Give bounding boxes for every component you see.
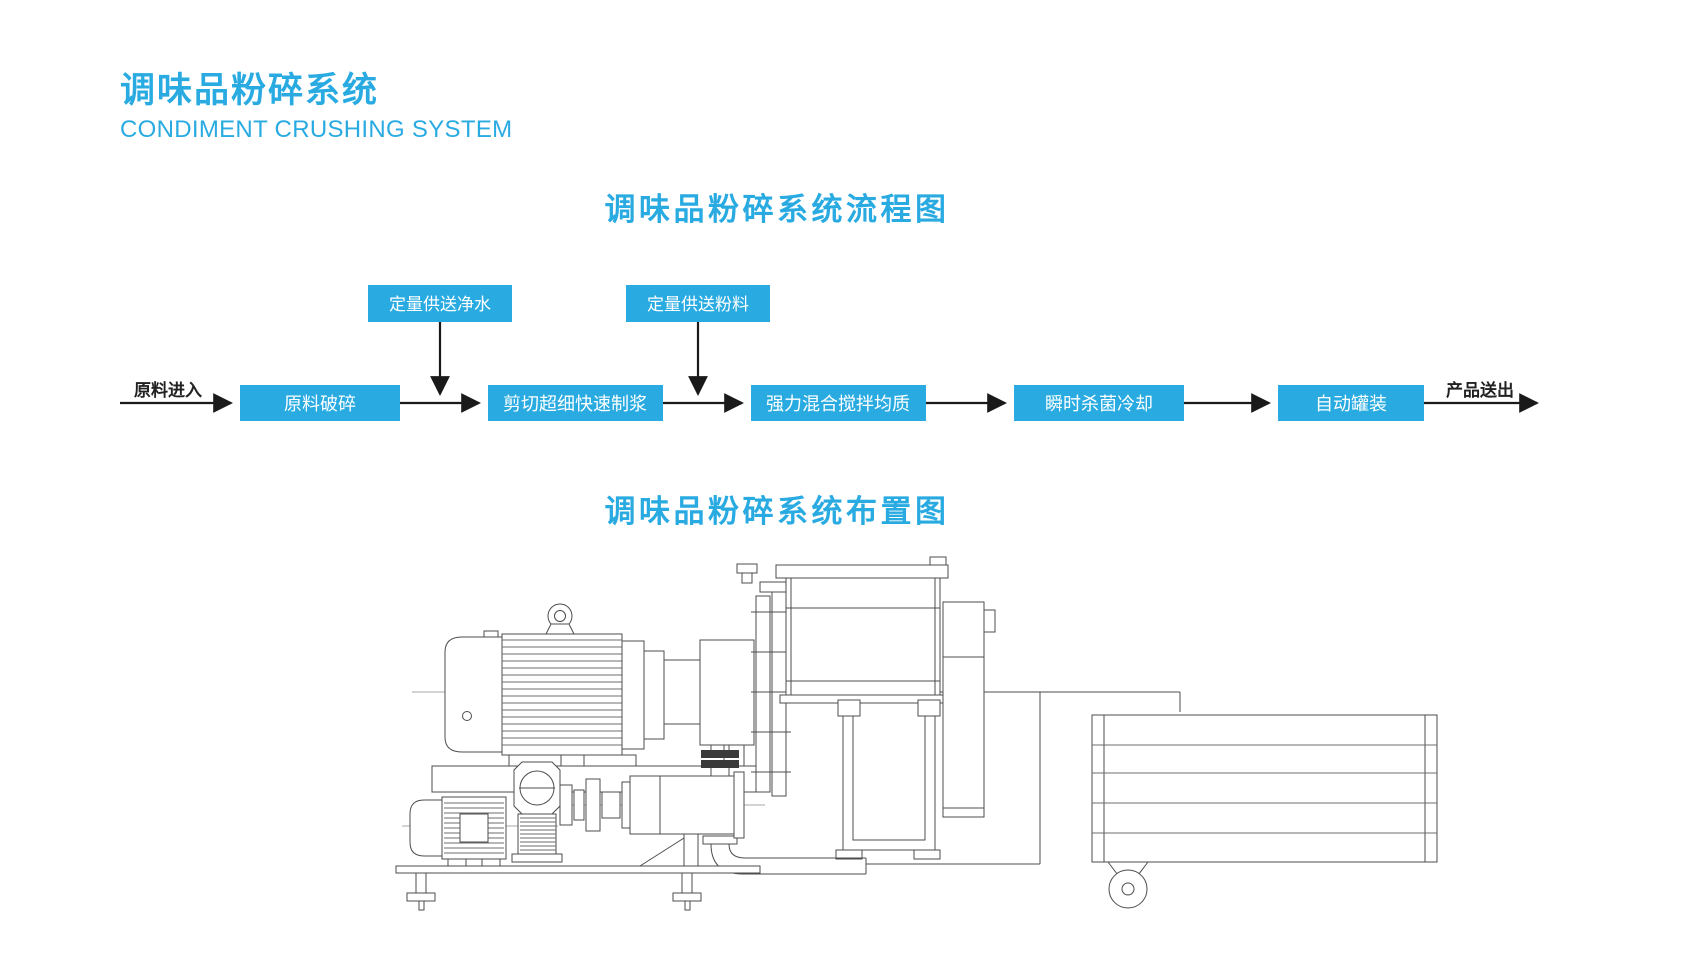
flow-box-feed-powder-label: 定量供送粉料 (647, 295, 749, 314)
flow-box-shear-pulping: 剪切超细快速制浆 (488, 385, 663, 421)
product-pipe-drawing (866, 691, 1181, 865)
output-label: 产品送出 (1446, 380, 1514, 400)
shelf-cart-drawing (1091, 714, 1438, 909)
page-subtitle: CONDIMENT CRUSHING SYSTEM (120, 116, 513, 143)
page-title: 调味品粉碎系统 (120, 71, 380, 110)
flow-box-auto-filling: 自动罐装 (1278, 385, 1424, 421)
flow-box-feed-water: 定量供送净水 (368, 285, 512, 322)
flow-box-sterilize-cooling: 瞬时杀菌冷却 (1014, 385, 1184, 421)
flow-diagram: 定量供送净水 定量供送粉料 原料进入 产品送出 原料破碎 剪切超细快速制浆 (120, 285, 1539, 421)
flow-box-sterilize-cooling-label: 瞬时杀菌冷却 (1045, 394, 1153, 414)
pump-unit-drawing (395, 761, 761, 911)
flow-box-mixing-homogenize-label: 强力混合搅拌均质 (766, 394, 910, 414)
flow-box-auto-filling-label: 自动罐装 (1315, 394, 1387, 414)
flow-box-shear-pulping-label: 剪切超细快速制浆 (503, 394, 647, 414)
mixing-tank-drawing (775, 556, 996, 860)
flow-box-feed-water-label: 定量供送净水 (389, 295, 491, 314)
flow-box-raw-crushing-label: 原料破碎 (284, 394, 356, 414)
input-label: 原料进入 (134, 380, 202, 400)
flow-section-title: 调味品粉碎系统流程图 (604, 192, 950, 227)
machine-layout-drawing (395, 556, 1438, 911)
caster-wheel-icon (1107, 861, 1149, 909)
coupling-drawing (699, 639, 755, 767)
flow-box-feed-powder: 定量供送粉料 (626, 285, 770, 322)
flow-box-raw-crushing: 原料破碎 (240, 385, 400, 421)
layout-section-title: 调味品粉碎系统布置图 (604, 494, 950, 529)
flow-box-mixing-homogenize: 强力混合搅拌均质 (751, 385, 926, 421)
